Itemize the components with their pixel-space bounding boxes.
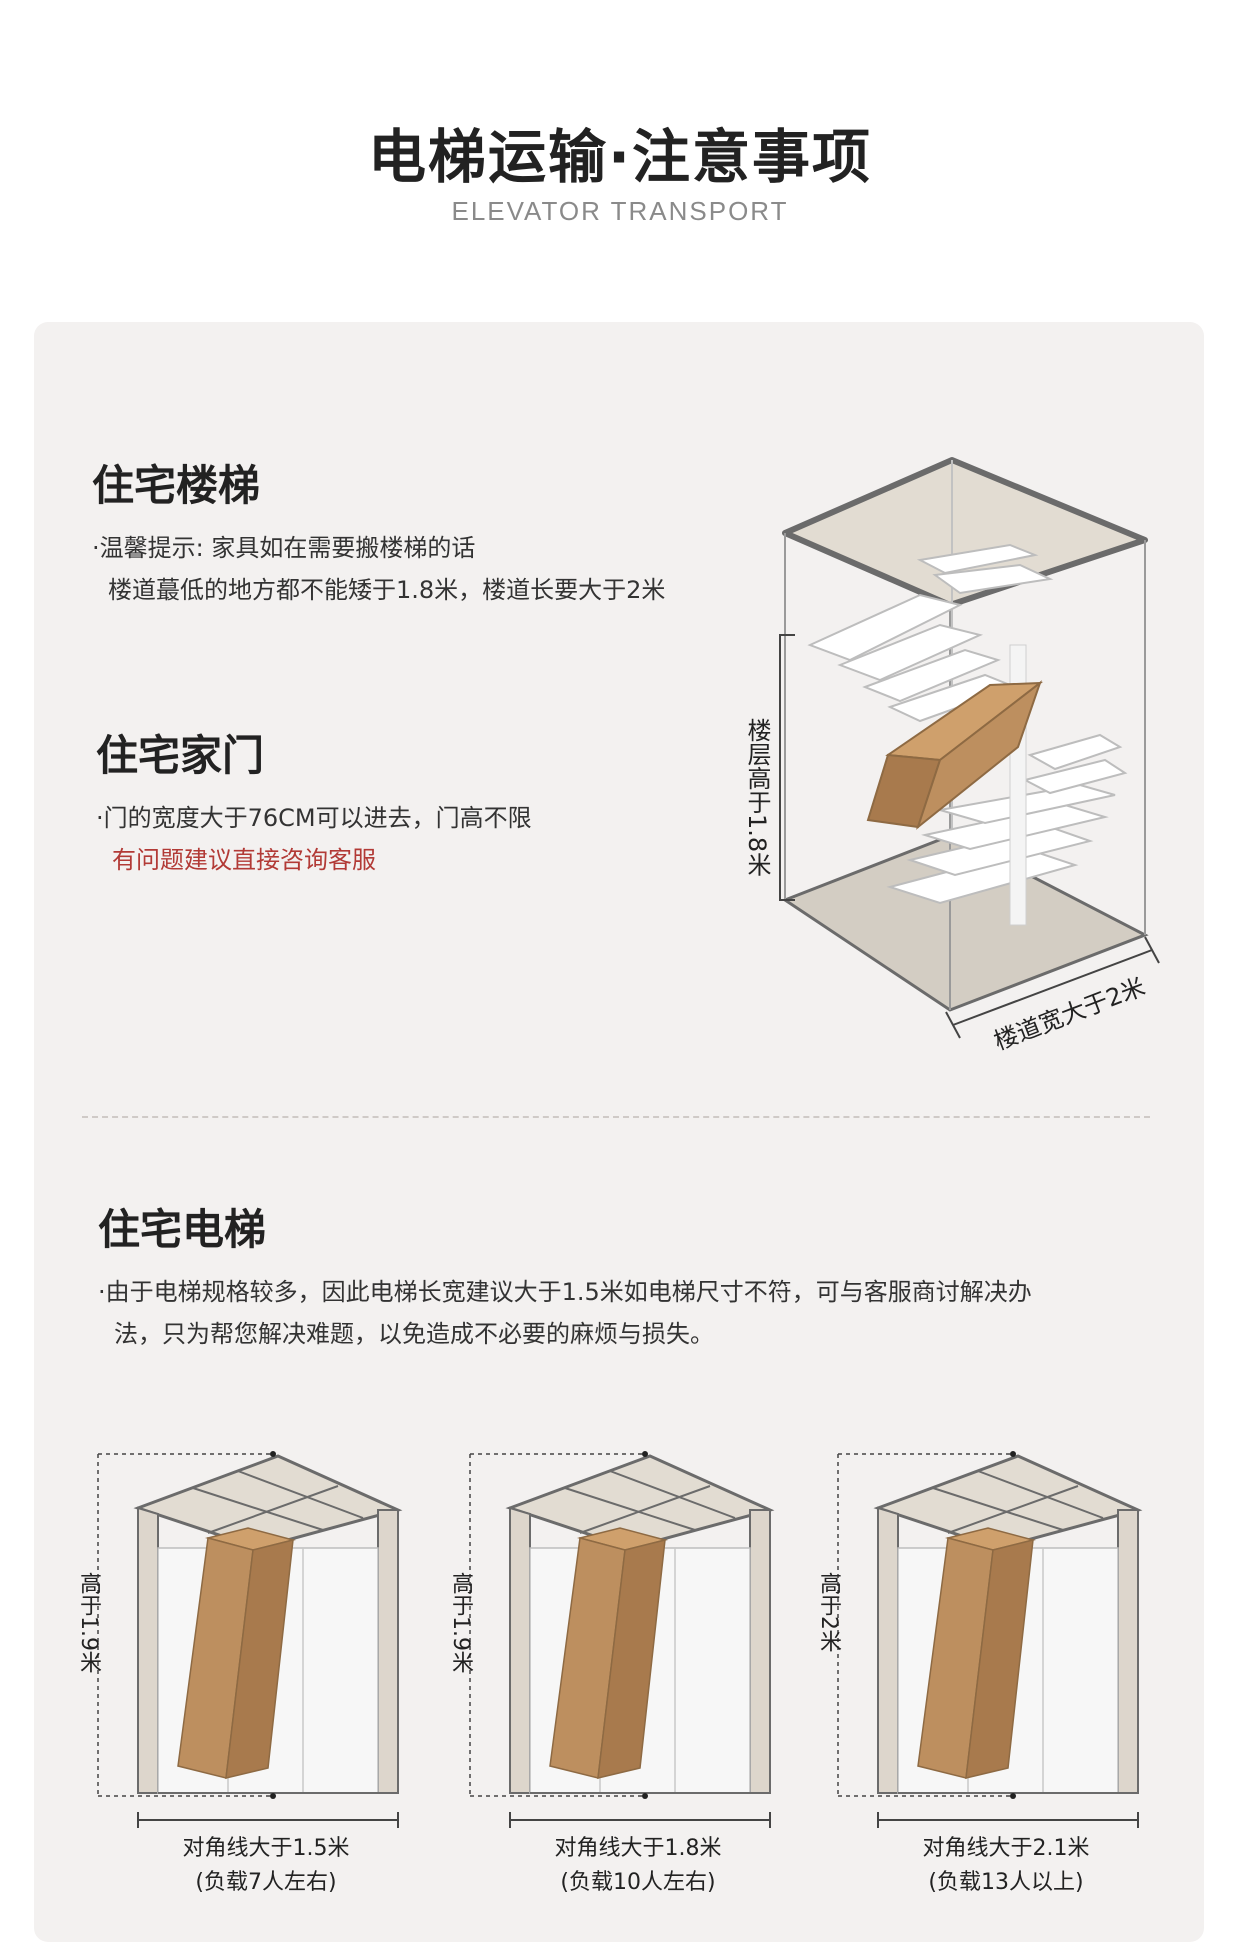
elevator-heading: 住宅电梯 [98,1205,267,1254]
elevator-height-label-1: 高于1.9米 [76,1572,101,1673]
door-line1: ·门的宽度大于76CM可以进去，门高不限 [96,804,532,832]
stairs-tip-line2: 楼道蕞低的地方都不能矮于1.8米，楼道长要大于2米 [108,576,666,604]
page-title: 电梯运输·注意事项 [367,123,873,191]
stairs-height-label: 楼层高于1.8米 [743,718,771,877]
stairwell-illustration [779,457,1160,1039]
elevator-line2: 法，只为帮您解决难题，以免造成不必要的麻烦与损失。 [114,1320,714,1348]
elevator-load-label-2: (负载10人左右) [560,1870,716,1895]
elevator-diagonal-label-1: 对角线大于1.5米 [182,1836,350,1861]
section-divider [82,1116,1150,1118]
stairs-tip-line1: ·温馨提示: 家具如在需要搬楼梯的话 [92,534,476,562]
elevator-height-label-3: 高于2米 [816,1572,841,1652]
elevator-illustration-1 [97,1451,403,1828]
elevator-line1: ·由于电梯规格较多，因此电梯长宽建议大于1.5米如电梯尺寸不符，可与客服商讨解决… [98,1278,1032,1306]
door-heading: 住宅家门 [96,731,265,780]
elevator-illustration-2 [469,1451,775,1828]
elevator-load-label-1: (负载7人左右) [195,1870,337,1895]
elevator-load-label-3: (负载13人以上) [928,1870,1084,1895]
elevator-diagonal-label-2: 对角线大于1.8米 [554,1836,722,1861]
stairs-heading: 住宅楼梯 [92,461,261,510]
door-line2: 有问题建议直接咨询客服 [112,846,376,874]
page-subtitle: ELEVATOR TRANSPORT [451,196,789,226]
elevator-height-label-2: 高于1.9米 [448,1572,473,1673]
elevator-illustration-3 [837,1451,1143,1828]
elevator-diagonal-label-3: 对角线大于2.1米 [922,1836,1090,1861]
